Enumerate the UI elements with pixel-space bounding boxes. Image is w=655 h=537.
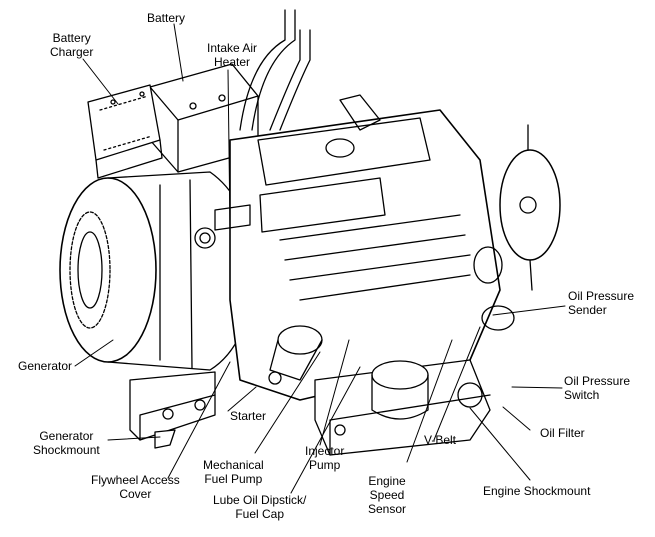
generator-illustration — [59, 171, 256, 371]
label-battery: Battery — [147, 11, 186, 25]
label-generator-shockmount: Generator Shockmount — [33, 429, 100, 457]
leader-lines — [74, 23, 566, 494]
label-v-belt: V-Belt — [424, 433, 457, 447]
generator-shockmount-illustration — [129, 371, 216, 449]
label-oil-pressure-sender: Oil Pressure Sender — [568, 289, 635, 317]
label-intake-air-heater: Intake Air Heater — [207, 41, 258, 69]
fan-illustration — [473, 124, 561, 331]
label-engine-shockmount: Engine Shockmount — [483, 484, 591, 498]
engine-block-illustration — [194, 109, 501, 401]
label-mechanical-fuel-pump: Mechanical Fuel Pump — [203, 458, 264, 486]
label-oil-filter: Oil Filter — [540, 426, 585, 440]
oil-pan-illustration — [314, 359, 491, 456]
label-engine-speed-sensor: Engine Speed Sensor — [368, 474, 407, 516]
label-oil-pressure-switch: Oil Pressure Switch — [564, 374, 631, 402]
label-injector-pump: Injector Pump — [305, 444, 345, 472]
starter-illustration — [268, 325, 323, 385]
intake-pipes-illustration — [239, 9, 381, 131]
label-flywheel-access-cover: Flywheel Access Cover — [91, 473, 180, 501]
label-lube-oil-dipstick: Lube Oil Dipstick/ Fuel Cap — [213, 493, 307, 521]
label-generator: Generator — [18, 359, 73, 373]
battery-charger-illustration — [87, 84, 163, 179]
label-starter: Starter — [230, 409, 267, 423]
label-battery-charger: Battery Charger — [50, 31, 94, 59]
